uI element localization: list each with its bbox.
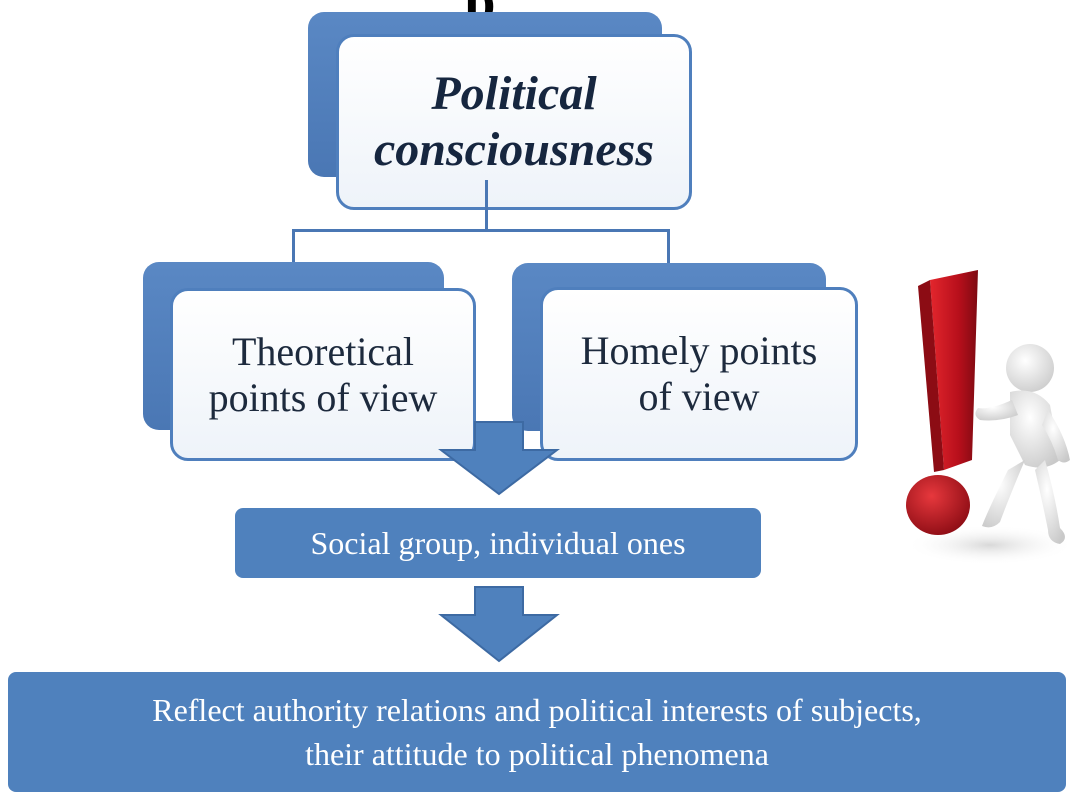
connector-bar bbox=[292, 229, 670, 232]
child-left-line-2: points of view bbox=[208, 374, 438, 420]
root-node: Political consciousness bbox=[336, 34, 692, 210]
child-right-line-1: Homely points bbox=[580, 328, 818, 373]
connector-trunk bbox=[485, 180, 488, 230]
root-line-2: consciousness bbox=[373, 123, 655, 176]
root-line-1: Political bbox=[431, 67, 597, 120]
child-left-line-1: Theoretical bbox=[231, 328, 415, 374]
exclamation-person-icon bbox=[905, 270, 1075, 565]
child-node-theoretical: Theoretical points of view bbox=[170, 288, 476, 461]
social-group-box: Social group, individual ones bbox=[235, 508, 761, 578]
down-arrow-icon bbox=[438, 586, 560, 663]
connector-left bbox=[292, 229, 295, 265]
down-arrow-icon bbox=[438, 421, 560, 496]
reflection-box: Reflect authority relations and politica… bbox=[8, 672, 1066, 792]
connector-right bbox=[667, 229, 670, 265]
child-node-homely: Homely points of view bbox=[540, 287, 858, 461]
child-right-line-2: of view bbox=[638, 374, 760, 419]
reflection-line-2: their attitude to political phenomena bbox=[305, 736, 769, 772]
reflection-line-1: Reflect authority relations and politica… bbox=[152, 692, 922, 728]
social-group-label: Social group, individual ones bbox=[310, 524, 686, 561]
